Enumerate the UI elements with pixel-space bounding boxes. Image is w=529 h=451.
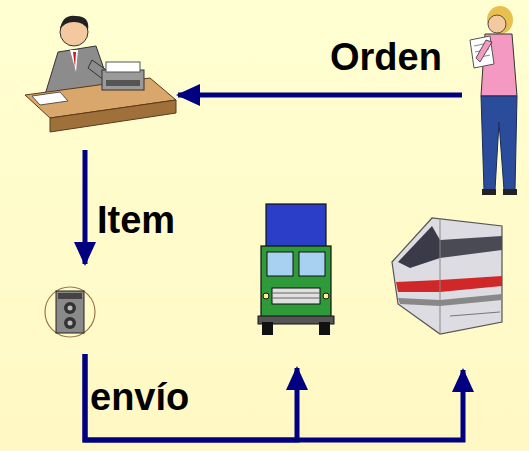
truck-node	[256, 200, 336, 368]
flow-label: envío	[90, 376, 189, 420]
truck-picture	[258, 204, 334, 335]
customer-picture	[470, 6, 517, 195]
clerk-node	[18, 5, 178, 150]
train-node	[388, 204, 504, 370]
train-picture	[392, 218, 502, 334]
flow-label: Orden	[330, 36, 442, 80]
flow-arrow	[178, 93, 462, 98]
clerk-at-desk-picture	[25, 16, 176, 132]
flow-label: Item	[97, 199, 175, 243]
flow-arrow	[85, 354, 463, 440]
flow-arrow	[83, 150, 88, 264]
stereo-picture	[45, 287, 95, 337]
customer-node	[462, 2, 526, 198]
stereo-node	[44, 264, 96, 354]
flow-arrow	[85, 354, 297, 440]
